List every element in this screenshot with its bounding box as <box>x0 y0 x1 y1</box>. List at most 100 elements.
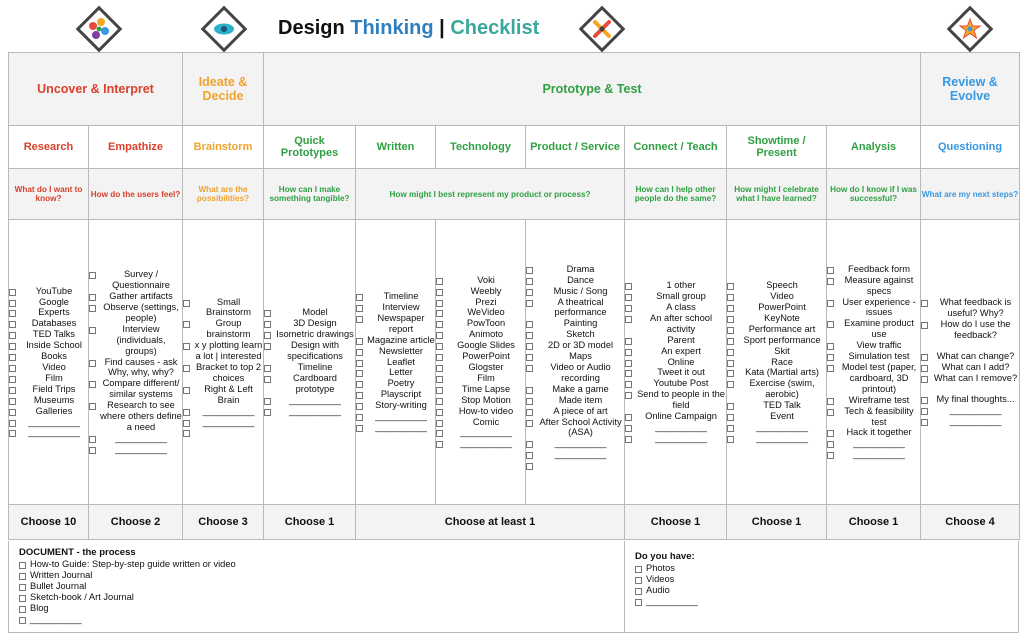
checklist-item[interactable]: View traffic <box>827 340 920 351</box>
checklist-item[interactable]: __________ <box>356 411 435 422</box>
checklist-item[interactable]: TED Talks <box>9 329 88 340</box>
checklist-item[interactable]: Drama <box>526 264 624 275</box>
checklist-item[interactable]: Newsletter <box>356 346 435 357</box>
checklist-item[interactable]: A class <box>625 302 726 313</box>
checklist-item[interactable]: __________ <box>89 444 182 455</box>
checklist-item[interactable]: Compare different/ similar systems <box>89 378 182 400</box>
checklist-item[interactable]: __________ <box>625 433 726 444</box>
checklist-item[interactable]: Race <box>727 357 826 368</box>
checklist-item[interactable]: __________ <box>827 449 920 460</box>
checklist-item[interactable]: Letter <box>356 367 435 378</box>
checklist-item[interactable]: Video <box>9 362 88 373</box>
checklist-item[interactable]: __________ <box>264 395 355 406</box>
checklist-item[interactable]: Audio <box>635 585 1008 596</box>
checklist-item[interactable]: Glogster <box>436 362 525 373</box>
checklist-item[interactable]: PowerPoint <box>727 302 826 313</box>
checklist-item[interactable]: Inside School <box>9 340 88 351</box>
checklist-item[interactable]: Playscript <box>356 389 435 400</box>
checklist-item[interactable]: PowToon <box>436 318 525 329</box>
checklist-item[interactable]: WeVideo <box>436 307 525 318</box>
checklist-item[interactable]: Exercise (swim, aerobic) <box>727 378 826 400</box>
checklist-item[interactable]: Sketch <box>526 329 624 340</box>
checklist-item[interactable]: What can I add? <box>921 362 1019 373</box>
checklist-item[interactable]: __________ <box>526 438 624 449</box>
checklist-item[interactable]: Comic <box>436 417 525 428</box>
checklist-item[interactable]: __________ <box>827 438 920 449</box>
checklist-item[interactable]: Books <box>9 351 88 362</box>
checklist-item[interactable]: Written Journal <box>19 570 614 581</box>
checklist-item[interactable]: Wireframe test <box>827 395 920 406</box>
checklist-item[interactable]: Timeline <box>264 362 355 373</box>
checklist-item[interactable]: Databases <box>9 318 88 329</box>
checklist-item[interactable]: Small Brainstorm <box>183 297 263 319</box>
checklist-item[interactable]: __________ <box>436 427 525 438</box>
checklist-item[interactable]: Videos <box>635 574 1008 585</box>
checklist-item[interactable]: What can change? <box>921 351 1019 362</box>
checklist-item[interactable]: Google <box>9 297 88 308</box>
checklist-item[interactable]: Film <box>9 373 88 384</box>
checklist-item[interactable]: A piece of art <box>526 406 624 417</box>
checklist-item[interactable]: Voki <box>436 275 525 286</box>
checklist-item[interactable]: __________ <box>19 614 614 625</box>
checklist-item[interactable]: Sport performance <box>727 335 826 346</box>
checklist-item[interactable]: TED Talk <box>727 400 826 411</box>
checklist-item[interactable]: Blog <box>19 603 614 614</box>
checklist-item[interactable]: __________ <box>183 417 263 428</box>
checklist-item[interactable]: Interview <box>356 302 435 313</box>
checklist-item[interactable]: __________ <box>9 417 88 428</box>
checklist-item[interactable]: Right & Left Brain <box>183 384 263 406</box>
checklist-item[interactable]: Small group <box>625 291 726 302</box>
checklist-item[interactable]: Feedback form <box>827 264 920 275</box>
checklist-item[interactable]: PowerPoint <box>436 351 525 362</box>
checklist-item[interactable]: __________ <box>921 416 1019 427</box>
checklist-item[interactable]: Newspaper report <box>356 313 435 335</box>
checklist-item[interactable]: Experts <box>9 307 88 318</box>
checklist-item[interactable]: __________ <box>264 406 355 417</box>
checklist-item[interactable]: Museums <box>9 395 88 406</box>
checklist-item[interactable]: What can I remove? <box>921 373 1019 384</box>
checklist-item[interactable]: Magazine article <box>356 335 435 346</box>
checklist-item[interactable]: Timeline <box>356 291 435 302</box>
checklist-item[interactable]: x y plotting learn a lot | interested <box>183 340 263 362</box>
checklist-item[interactable]: Leaflet <box>356 357 435 368</box>
checklist-item[interactable]: Photos <box>635 563 1008 574</box>
checklist-item[interactable]: Painting <box>526 318 624 329</box>
checklist-item[interactable]: Bullet Journal <box>19 581 614 592</box>
checklist-item[interactable]: Dance <box>526 275 624 286</box>
checklist-item[interactable]: Interview (individuals, groups) <box>89 324 182 357</box>
checklist-item[interactable]: Send to people in the field <box>625 389 726 411</box>
checklist-item[interactable]: An after school activity <box>625 313 726 335</box>
checklist-item[interactable]: 1 other <box>625 280 726 291</box>
checklist-item[interactable]: Story-writing <box>356 400 435 411</box>
checklist-item[interactable]: How do I use the feedback? <box>921 319 1019 341</box>
checklist-item[interactable]: Weebly <box>436 286 525 297</box>
checklist-item[interactable]: Gather artifacts <box>89 291 182 302</box>
checklist-item[interactable]: __________ <box>356 422 435 433</box>
checklist-item[interactable]: Model test (paper, cardboard, 3D printou… <box>827 362 920 395</box>
checklist-item[interactable]: KeyNote <box>727 313 826 324</box>
checklist-item[interactable]: Survey / Questionnaire <box>89 269 182 291</box>
checklist-item[interactable]: __________ <box>921 405 1019 416</box>
checklist-item[interactable]: Time Lapse <box>436 384 525 395</box>
checklist-item[interactable]: Video or Audio recording <box>526 362 624 384</box>
checklist-item[interactable]: Parent <box>625 335 726 346</box>
checklist-item[interactable]: Music / Song <box>526 286 624 297</box>
checklist-item[interactable]: Model <box>264 307 355 318</box>
checklist-item[interactable]: Film <box>436 373 525 384</box>
checklist-item[interactable]: Prezi <box>436 297 525 308</box>
checklist-item[interactable]: Poetry <box>356 378 435 389</box>
checklist-item[interactable]: __________ <box>436 438 525 449</box>
checklist-item[interactable]: Hack it together <box>827 427 920 438</box>
checklist-item[interactable]: Make a game <box>526 384 624 395</box>
checklist-item[interactable]: YouTube <box>9 286 88 297</box>
checklist-item[interactable]: __________ <box>635 596 1008 607</box>
checklist-item[interactable]: Simulation test <box>827 351 920 362</box>
checklist-item[interactable]: An expert <box>625 346 726 357</box>
checklist-item[interactable]: Galleries <box>9 406 88 417</box>
checklist-item[interactable]: Video <box>727 291 826 302</box>
checklist-item[interactable]: Online <box>625 357 726 368</box>
checklist-item[interactable]: Stop Motion <box>436 395 525 406</box>
checklist-item[interactable]: Find causes - ask Why, why, why? <box>89 357 182 379</box>
checklist-item[interactable]: __________ <box>727 422 826 433</box>
checklist-item[interactable]: Made item <box>526 395 624 406</box>
